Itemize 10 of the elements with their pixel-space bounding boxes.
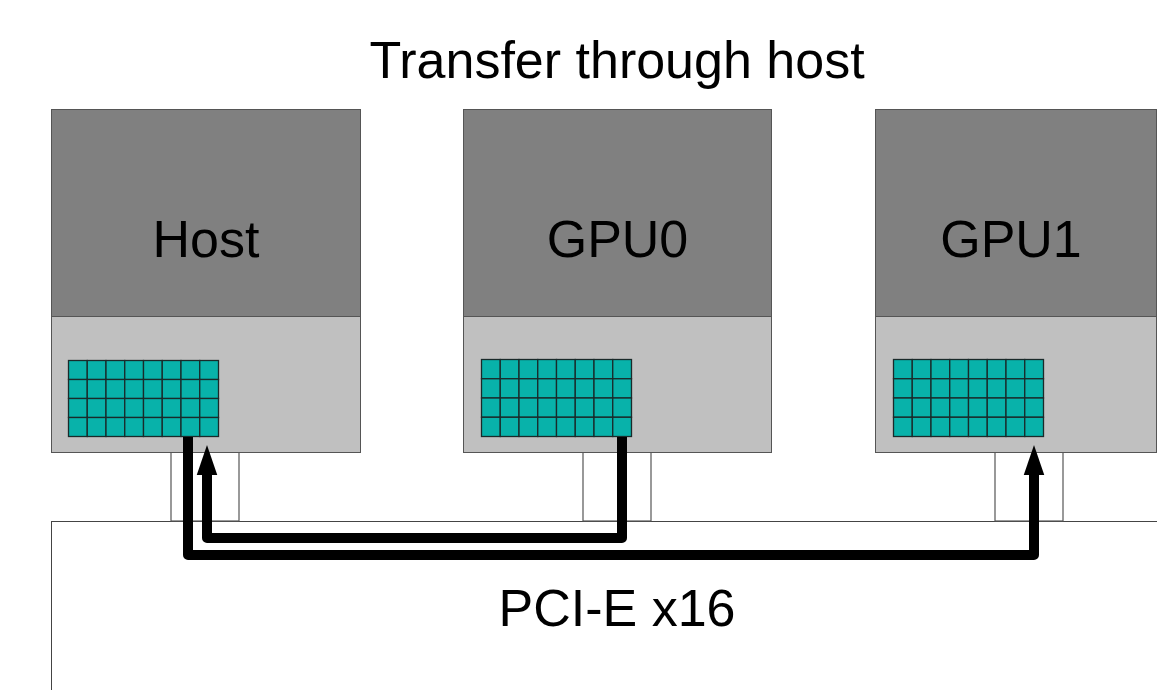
device-label: Host xyxy=(151,213,261,265)
device-card xyxy=(875,109,1157,453)
memory-grid xyxy=(68,360,219,437)
device-label: GPU1 xyxy=(939,213,1083,265)
device-card xyxy=(463,109,772,453)
bus-label: PCI-E x16 xyxy=(497,582,737,634)
memory-grid xyxy=(481,359,632,437)
memory-grid xyxy=(893,359,1044,437)
device-label: GPU0 xyxy=(545,213,690,265)
device-card xyxy=(51,109,361,453)
